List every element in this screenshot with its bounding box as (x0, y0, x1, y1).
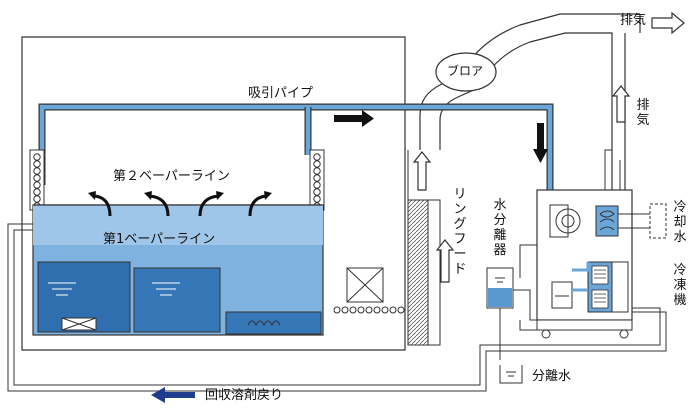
cooling-water-char-2: 却 (673, 215, 687, 230)
piping (7, 149, 667, 392)
ring-hood-label: リ ン グ フ ー ド (452, 187, 468, 277)
water-separator (486, 267, 514, 360)
blower-label: ブロア (447, 64, 484, 78)
refrigerator-char-2: 凍 (673, 278, 687, 293)
separated-water-label: 分離水 (532, 369, 572, 384)
recovered-solvent-return-label: 回収溶剤戻り (205, 388, 284, 403)
water-separator-char-1: 水 (493, 198, 507, 213)
refrigerator-label: 冷 凍 機 (672, 263, 688, 308)
vapor-layer (33, 205, 323, 245)
ring-hood-char-2: ン (453, 202, 467, 217)
ring-hood-char-5: ー (453, 247, 467, 262)
vapor-arrow-icon (88, 191, 272, 217)
exhaust-top-label: 排気 (620, 13, 647, 28)
ring-hood (407, 150, 441, 346)
exhaust-side-char-1: 排 (636, 98, 650, 113)
up-arrow-icon (412, 85, 631, 283)
recovery-arrow-icon (151, 387, 195, 403)
ring-hood-char-1: リ (453, 187, 467, 202)
down-arrow-icon (533, 123, 548, 163)
blower (435, 52, 497, 92)
refrigerator-char-3: 機 (673, 293, 687, 308)
roller-conveyor (333, 306, 405, 314)
suction-pipe (38, 103, 554, 200)
water-separator-char-4: 器 (493, 243, 507, 258)
exhaust-duct (419, 13, 641, 190)
water-separator-char-2: 分 (493, 213, 507, 228)
exhaust-side-char-2: 気 (636, 113, 650, 128)
ring-hood-char-3: グ (453, 217, 467, 232)
first-vapor-line-label: 第1ベーパーライン (103, 232, 216, 247)
water-separator-char-3: 離 (493, 228, 507, 243)
water-separator-label: 水 分 離 器 (492, 198, 508, 258)
refrigerator-char-1: 冷 (673, 263, 687, 278)
suction-pipe-label: 吸引パイプ (248, 86, 314, 101)
cooling-water-label: 冷 却 水 (672, 200, 688, 245)
exhaust-side-label: 排 気 (635, 98, 651, 128)
second-vapor-line-label: 第２ベーパーライン (113, 169, 230, 184)
tank-compartments (37, 261, 322, 335)
building-outline (21, 36, 406, 351)
cooling-water-char-1: 冷 (673, 200, 687, 215)
exhaust-arrow-icon (651, 11, 685, 35)
ring-hood-char-6: ド (453, 262, 467, 277)
refrigeration-unit (536, 189, 667, 339)
cooling-water-char-3: 水 (673, 230, 687, 245)
right-arrow-icon (334, 110, 374, 127)
ring-hood-char-4: フ (453, 232, 467, 247)
drain-icon (499, 365, 523, 384)
